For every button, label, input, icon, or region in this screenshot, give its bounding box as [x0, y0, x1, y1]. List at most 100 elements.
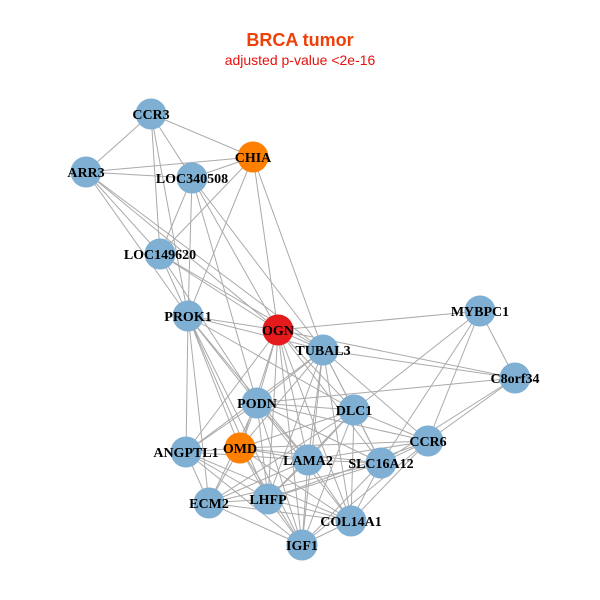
node-ECM2 [193, 487, 225, 519]
edge-LOC149620-PODN [159, 253, 258, 404]
edge-CCR6-LAMA2 [307, 440, 429, 461]
node-IGF1 [286, 529, 318, 561]
edge-PROK1-ECM2 [187, 315, 210, 504]
edge-LOC340508-OGN [191, 177, 279, 331]
node-PROK1 [172, 300, 204, 332]
edge-CHIA-PROK1 [187, 156, 254, 317]
edge-PROK1-IGF1 [187, 315, 303, 546]
edge-MYBPC1-DLC1 [353, 310, 481, 411]
edge-C8orf34-PODN [256, 377, 516, 404]
node-PODN [241, 387, 273, 419]
node-label: CHIA [235, 151, 272, 166]
edge-ECM2-IGF1 [208, 502, 303, 546]
node-label: MYBPC1 [451, 305, 509, 320]
edge-SLC16A12-IGF1 [301, 462, 382, 546]
edge-PROK1-OMD [187, 315, 241, 449]
node-label: ARR3 [67, 166, 104, 181]
edge-OGN-LHFP [267, 329, 279, 500]
node-LOC340508 [176, 162, 208, 194]
edge-PROK1-LHFP [187, 315, 269, 500]
node-ARR3 [70, 156, 102, 188]
edge-OGN-SLC16A12 [277, 329, 382, 464]
edge-SLC16A12-ECM2 [208, 462, 382, 504]
node-SLC16A12 [365, 447, 397, 479]
edge-MYBPC1-SLC16A12 [380, 310, 481, 464]
node-label: CCR3 [132, 108, 169, 123]
edge-ECM2-COL14A1 [208, 502, 352, 522]
edge-LOC149620-OGN [159, 253, 279, 331]
node-CHIA [237, 141, 269, 173]
node-TUBAL3 [307, 334, 339, 366]
node-LOC149620 [144, 238, 176, 270]
node-CCR6 [412, 425, 444, 457]
node-label: OMD [223, 442, 257, 457]
edge-ARR3-PROK1 [85, 171, 189, 317]
edge-TUBAL3-LAMA2 [307, 349, 324, 461]
edge-CHIA-LOC149620 [159, 156, 254, 255]
edge-LAMA2-ECM2 [208, 459, 309, 504]
edge-CHIA-OGN [252, 156, 279, 331]
edge-PROK1-TUBAL3 [187, 315, 324, 351]
figure-subtitle: adjusted p-value <2e-16 [224, 52, 376, 68]
edge-TUBAL3-OMD [239, 349, 324, 449]
edge-CCR3-PROK1 [150, 113, 189, 317]
node-label: ANGPTL1 [153, 446, 218, 461]
node-LHFP [252, 483, 284, 515]
edge-MYBPC1-CCR6 [427, 310, 481, 442]
node-LAMA2 [292, 444, 324, 476]
edge-OMD-COL14A1 [239, 447, 352, 522]
edge-DLC1-COL14A1 [350, 409, 355, 522]
node-label: IGF1 [286, 539, 318, 554]
node-label: PROK1 [164, 310, 211, 325]
node-label: LOC149620 [124, 248, 196, 263]
node-COL14A1 [335, 505, 367, 537]
node-label: COL14A1 [320, 515, 381, 530]
edge-TUBAL3-LHFP [267, 349, 324, 500]
edge-CCR3-CHIA [150, 113, 254, 158]
node-label: LAMA2 [283, 454, 333, 469]
edge-C8orf34-SLC16A12 [380, 377, 516, 464]
edge-CCR6-LHFP [267, 440, 429, 500]
node-OGN [262, 314, 294, 346]
edge-TUBAL3-CCR6 [322, 349, 429, 442]
node-DLC1 [338, 394, 370, 426]
edge-PROK1-ANGPTL1 [185, 315, 189, 453]
node-label: PODN [237, 397, 277, 412]
edge-LOC340508-PROK1 [187, 177, 193, 317]
edge-PROK1-DLC1 [187, 315, 355, 411]
edge-PODN-DLC1 [256, 402, 355, 411]
edge-OGN-MYBPC1 [277, 310, 481, 331]
edge-CCR6-OMD [239, 440, 429, 449]
edge-OGN-ANGPTL1 [185, 329, 279, 453]
edge-CHIA-TUBAL3 [252, 156, 324, 351]
edge-PROK1-LAMA2 [187, 315, 309, 461]
edge-ANGPTL1-LHFP [185, 451, 269, 500]
edge-TUBAL3-C8orf34 [322, 349, 516, 379]
node-label: LOC340508 [156, 172, 228, 187]
edge-SLC16A12-LHFP [267, 462, 382, 500]
edge-LOC340508-TUBAL3 [191, 177, 324, 351]
node-label: LHFP [249, 493, 287, 508]
node-label: ECM2 [189, 497, 229, 512]
node-label: DLC1 [336, 404, 373, 419]
edge-OGN-LAMA2 [277, 329, 309, 461]
edge-ARR3-LOC340508 [85, 171, 193, 179]
node-label: OGN [262, 324, 294, 339]
edge-DLC1-ECM2 [208, 409, 355, 504]
edge-C8orf34-CCR6 [427, 377, 516, 442]
edge-layer [85, 113, 516, 546]
edge-CCR3-LOC149620 [150, 113, 161, 255]
node-CCR3 [135, 98, 167, 130]
edge-DLC1-OMD [239, 409, 355, 449]
edge-PODN-LHFP [256, 402, 269, 500]
edge-CCR6-COL14A1 [350, 440, 429, 522]
figure-title: BRCA tumor [246, 30, 354, 50]
node-C8orf34 [499, 362, 531, 394]
node-label: C8orf34 [491, 372, 540, 387]
edge-LOC340508-PODN [191, 177, 258, 404]
edge-ARR3-OGN [85, 171, 279, 331]
edge-ARR3-CHIA [85, 156, 254, 173]
